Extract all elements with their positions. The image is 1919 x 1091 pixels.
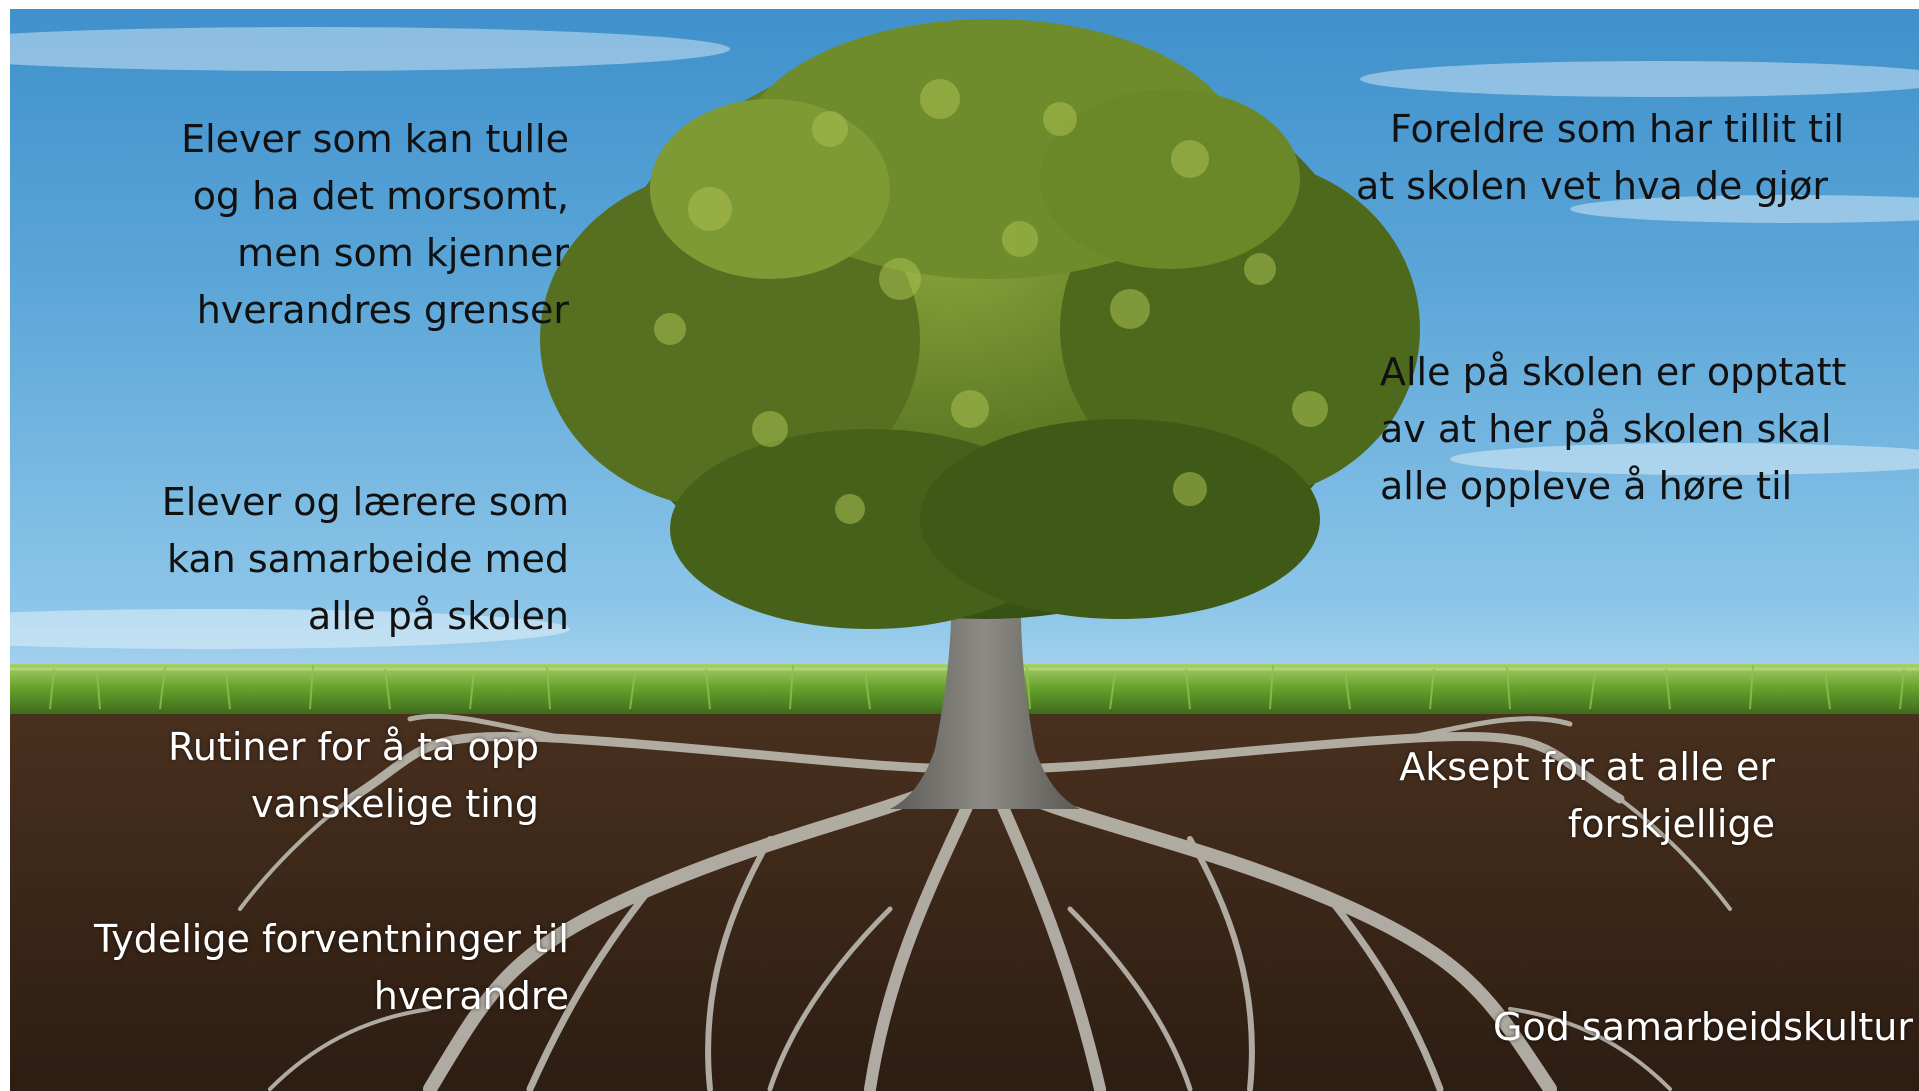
label-line: Tydelige forventninger til	[94, 911, 569, 968]
label-tydelige-forventninger: Tydelige forventninger til hverandre	[94, 911, 569, 1025]
label-line: God samarbeidskultur	[1493, 999, 1913, 1056]
label-line: kan samarbeide med	[162, 531, 569, 588]
label-line: Foreldre som har tillit til	[1356, 101, 1844, 158]
label-rutiner: Rutiner for å ta opp vanskelige ting	[168, 719, 539, 833]
label-line: men som kjenner	[181, 225, 569, 282]
label-line: alle på skolen	[162, 588, 569, 645]
label-line: vanskelige ting	[168, 776, 539, 833]
slide: Elever som kan tulle og ha det morsomt, …	[10, 9, 1919, 1091]
label-line: og ha det morsomt,	[181, 168, 569, 225]
label-line: Aksept for at alle er	[1399, 739, 1775, 796]
label-line: alle oppleve å høre til	[1380, 458, 1846, 515]
label-line: hverandres grenser	[181, 282, 569, 339]
label-aksept-forskjellige: Aksept for at alle er forskjellige	[1399, 739, 1775, 853]
label-line: Rutiner for å ta opp	[168, 719, 539, 776]
label-line: Elever og lærere som	[162, 474, 569, 531]
label-line: Alle på skolen er opptatt	[1380, 344, 1846, 401]
label-alle-hore-til: Alle på skolen er opptatt av at her på s…	[1380, 344, 1846, 515]
label-line: Elever som kan tulle	[181, 111, 569, 168]
label-elever-tulle: Elever som kan tulle og ha det morsomt, …	[181, 111, 569, 339]
label-foreldre-tillit: Foreldre som har tillit til at skolen ve…	[1356, 101, 1844, 215]
label-line: at skolen vet hva de gjør	[1356, 158, 1844, 215]
label-god-samarbeidskultur: God samarbeidskultur	[1493, 999, 1913, 1056]
tree-foliage	[540, 19, 1420, 629]
label-line: hverandre	[94, 968, 569, 1025]
label-line: av at her på skolen skal	[1380, 401, 1846, 458]
label-line: forskjellige	[1399, 796, 1775, 853]
label-elever-laerere-samarbeide: Elever og lærere som kan samarbeide med …	[162, 474, 569, 645]
